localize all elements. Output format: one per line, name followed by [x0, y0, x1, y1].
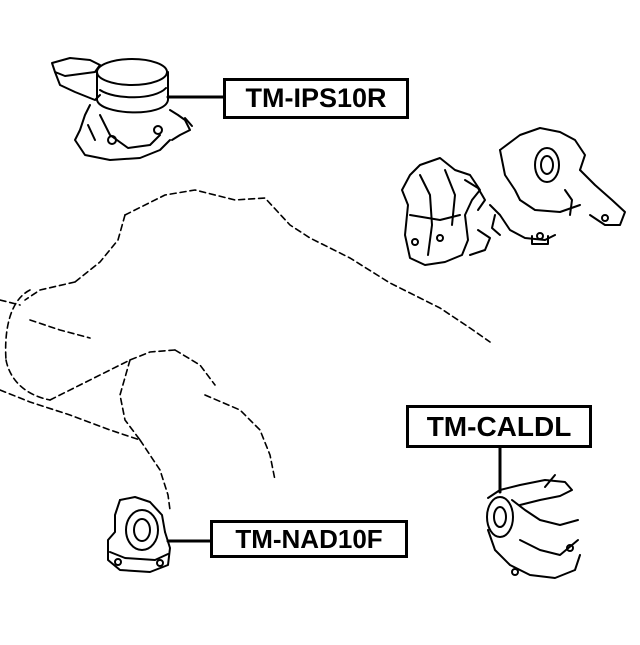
part-label-right: TM-CALDL: [406, 405, 592, 448]
engine-mount-icon: [52, 58, 192, 160]
front-mount-icon: [487, 475, 580, 578]
bracket-icon: [402, 158, 490, 265]
part-label-bottom: TM-NAD10F: [210, 520, 408, 558]
front-mount-icon: [108, 497, 170, 572]
part-label-top: TM-IPS10R: [223, 78, 409, 119]
transmission-mount-icon: [490, 128, 625, 244]
engine-outline: [0, 190, 490, 510]
